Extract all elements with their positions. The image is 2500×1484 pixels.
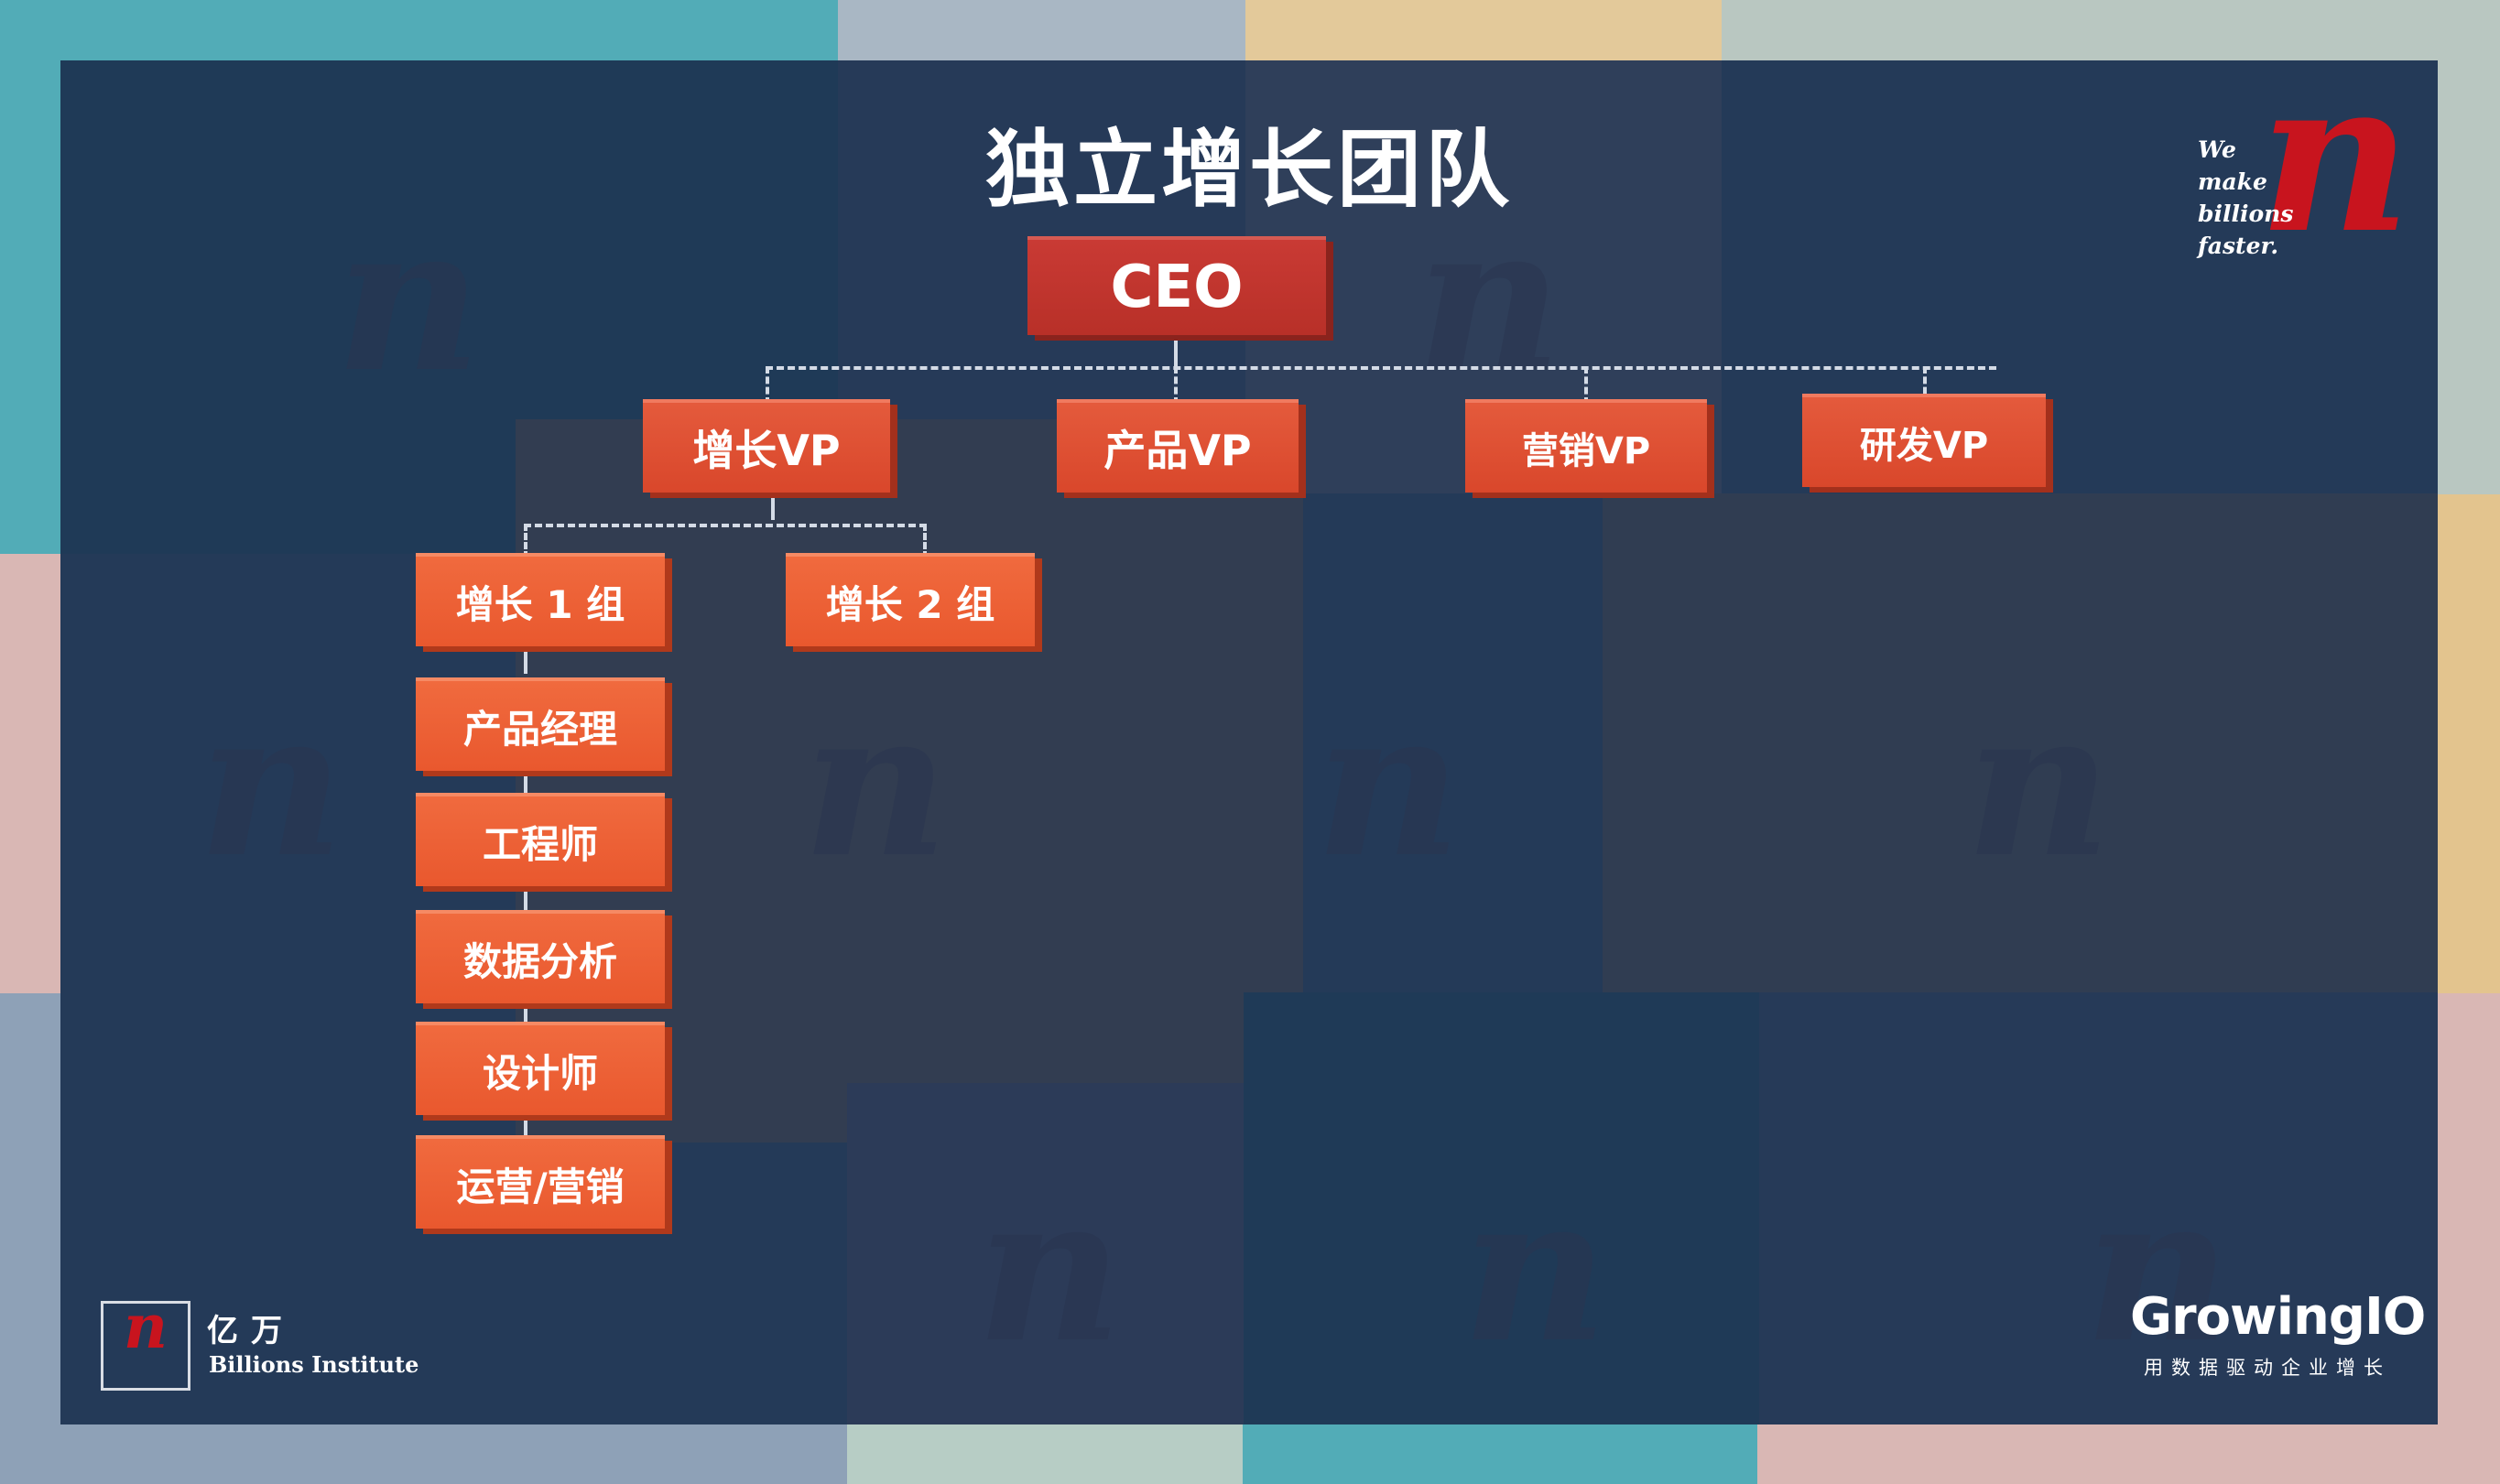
connector-vp4 [1923, 366, 1927, 405]
node-role-product-manager: 产品经理 [416, 677, 665, 771]
connector-group2 [923, 524, 927, 558]
slide: n n n n n n n n n 独立增长团队 CEO 增长VP 产品VP 营… [60, 60, 2438, 1424]
node-product-vp: 产品VP [1057, 399, 1299, 493]
shade-panel-5 [1603, 493, 2438, 992]
node-marketing-vp: 营销VP [1465, 399, 1707, 493]
billions-logo-cn: 亿万 [207, 1313, 295, 1349]
connector-role-1 [524, 646, 527, 674]
watermark-n-1: n [335, 179, 482, 417]
growingio-logo: GrowingIO [2130, 1287, 2426, 1347]
connector-vp1 [766, 366, 769, 405]
brand-tagline: We make billions faster. [2198, 134, 2381, 262]
watermark-n-9: n [2084, 1150, 2231, 1387]
shade-panel-6 [847, 1083, 1244, 1424]
connector-role-3 [524, 886, 527, 910]
connector-vp-bar [766, 366, 1996, 370]
shade-panel-8 [1759, 992, 2438, 1424]
connector-growthvp-down [771, 493, 775, 520]
watermark-n-5: n [1315, 665, 1462, 902]
node-role-operations-marketing: 运营/营销 [416, 1135, 665, 1229]
node-growth-group-2: 增长 2 组 [786, 553, 1035, 646]
page-title: 独立增长团队 [984, 121, 1513, 219]
billions-logo-en: Billions Institute [209, 1351, 419, 1378]
tagline-line-1: We [2198, 136, 2236, 163]
tagline-line-4: faster. [2198, 233, 2279, 259]
billions-logo-mark: n [124, 1291, 168, 1362]
watermark-n-3: n [198, 665, 344, 902]
tagline-line-3: billions [2198, 200, 2294, 227]
connector-role-2 [524, 773, 527, 796]
brand-n-mark: n [2258, 60, 2412, 280]
watermark-n-7: n [976, 1150, 1123, 1387]
connector-vp3 [1584, 366, 1588, 405]
node-role-designer: 设计师 [416, 1022, 665, 1115]
tagline-line-2: make [2198, 168, 2267, 195]
growingio-slogan: 用数据驱动企业增长 [2144, 1357, 2391, 1379]
node-role-engineer: 工程师 [416, 793, 665, 886]
connector-role-5 [524, 1113, 527, 1137]
connector-role-4 [524, 1003, 527, 1027]
connector-group1 [524, 524, 527, 558]
connector-vp2 [1174, 366, 1178, 405]
watermark-n-2: n [1416, 179, 1562, 417]
watermark-n-4: n [802, 665, 949, 902]
billions-logo-box: n [101, 1291, 190, 1391]
node-growth-vp: 增长VP [643, 399, 890, 493]
node-rd-vp: 研发VP [1802, 394, 2046, 487]
connector-ceo-down [1174, 335, 1178, 368]
shade-panel-7 [1244, 992, 1759, 1424]
watermark-n-8: n [1462, 1150, 1608, 1387]
node-role-data-analysis: 数据分析 [416, 910, 665, 1003]
watermark-n-6: n [1965, 665, 2112, 902]
node-growth-group-1: 增长 1 组 [416, 553, 665, 646]
connector-group-bar [524, 524, 927, 527]
node-ceo: CEO [1027, 236, 1326, 335]
